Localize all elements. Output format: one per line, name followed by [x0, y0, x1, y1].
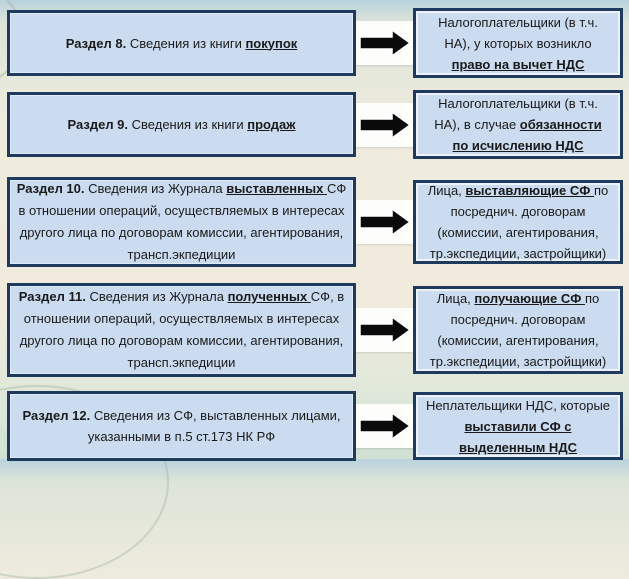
text-segment: Лица, — [427, 183, 466, 198]
text-segment: обязанности — [519, 117, 602, 132]
text-segment: указанными в п.5 ст.173 НК РФ — [87, 429, 276, 444]
text-segment: выставили СФ с — [464, 418, 572, 434]
text-segment: Налогоплательщики (в т.ч. — [438, 96, 598, 111]
arrow-cell — [356, 102, 413, 147]
arrow-patch — [356, 308, 413, 352]
text-segment: трансп.экпедиции — [127, 355, 236, 370]
arrow-patch — [356, 102, 413, 147]
arrow-cell — [356, 308, 413, 352]
diagram-row: Раздел 10. Сведения из Журнала выставлен… — [7, 177, 629, 267]
arrow-cell — [356, 21, 413, 65]
target-box-text: Налогоплательщики (в т.ч. НА), у которых … — [438, 12, 598, 75]
text-segment: по — [584, 291, 600, 306]
text-segment: Раздел 9. — [67, 117, 129, 132]
target-box-text: Неплательщики НДС, которые выставили СФ с… — [426, 395, 610, 458]
text-segment: (комиссии, агентирования, — [437, 333, 599, 348]
text-segment: Неплательщики НДС, которые — [425, 397, 611, 413]
section-box-text: Раздел 12. Сведения из СФ, выставленных … — [22, 405, 340, 447]
target-box: Лица, выставляющие СФ по посреднич. догов… — [413, 180, 623, 264]
right-arrow-icon — [358, 29, 411, 57]
diagram-row: Раздел 9. Сведения из книги продаж Налого… — [7, 90, 629, 159]
diagram-row: Раздел 12. Сведения из СФ, выставленных … — [7, 391, 629, 461]
text-segment: по — [594, 183, 609, 198]
section-box-text: Раздел 9. Сведения из книги продаж — [67, 114, 295, 135]
text-segment: тр.экспедиции, застройщики) — [429, 246, 607, 261]
right-arrow-icon — [358, 110, 411, 139]
target-box: Налогоплательщики (в т.ч. НА), в случае о… — [413, 90, 623, 159]
text-segment: СФ, в — [310, 289, 345, 304]
text-segment: Лица, — [436, 291, 475, 306]
section-box: Раздел 11. Сведения из Журнала полученны… — [7, 283, 356, 377]
text-segment: посреднич. договорам — [450, 312, 586, 327]
text-segment: полученных — [227, 289, 311, 304]
target-box: Лица, получающие СФ по посреднич. договор… — [413, 286, 623, 374]
target-box-text: Налогоплательщики (в т.ч. НА), в случае о… — [434, 93, 602, 156]
text-segment: Сведения из СФ, выставленных лицами, — [90, 408, 341, 423]
text-segment: получающие СФ — [474, 291, 585, 306]
text-segment: Сведения из книги — [126, 35, 246, 51]
text-segment: выделенным НДС — [459, 439, 577, 455]
right-arrow-icon — [358, 412, 411, 440]
arrow-patch — [356, 200, 413, 244]
text-segment: по исчислению НДС — [452, 138, 584, 153]
text-segment: в отношении операций, осуществляемых в и… — [18, 203, 345, 218]
text-segment: Сведения из Журнала — [84, 181, 227, 196]
text-segment: тр.экспедиции, застройщики) — [429, 354, 607, 369]
section-box: Раздел 9. Сведения из книги продаж — [7, 92, 356, 157]
text-segment: Сведения из книги — [128, 117, 248, 132]
section-box: Раздел 8. Сведения из книги покупок — [7, 10, 356, 76]
arrow-cell — [356, 404, 413, 448]
right-arrow-icon — [358, 208, 411, 236]
text-segment: СФ — [326, 181, 347, 196]
text-segment: выставляющие СФ — [465, 183, 594, 198]
text-segment: выставленных — [226, 181, 327, 196]
text-segment: покупок — [245, 35, 298, 51]
text-segment: другого лица по договорам комиссии, аген… — [19, 333, 344, 348]
text-segment: посреднич. договорам — [450, 204, 586, 219]
diagram-row: Раздел 11. Сведения из Журнала полученны… — [7, 283, 629, 377]
section-box: Раздел 12. Сведения из СФ, выставленных … — [7, 391, 356, 461]
target-box-text: Лица, получающие СФ по посреднич. договор… — [430, 288, 606, 372]
target-box: Налогоплательщики (в т.ч. НА), у которых … — [413, 8, 623, 78]
arrow-cell — [356, 200, 413, 244]
diagram-row: Раздел 8. Сведения из книги покупок Нало… — [7, 8, 629, 78]
text-segment: НА), у которых возникло — [444, 35, 592, 51]
text-segment: трансп.экпедиции — [127, 247, 236, 262]
text-segment: право на вычет НДС — [451, 56, 585, 72]
target-box: Неплательщики НДС, которые выставили СФ с… — [413, 392, 623, 460]
section-box-text: Раздел 8. Сведения из книги покупок — [66, 33, 298, 54]
text-segment: (комиссии, агентирования, — [437, 225, 599, 240]
text-segment: продаж — [247, 117, 296, 132]
text-segment: Сведения из Журнала — [85, 289, 228, 304]
section-box: Раздел 10. Сведения из Журнала выставлен… — [7, 177, 356, 267]
target-box-text: Лица, выставляющие СФ по посреднич. догов… — [428, 180, 609, 264]
text-segment: Раздел 8. — [65, 35, 127, 51]
text-segment: НА), в случае — [434, 117, 520, 132]
arrow-patch — [356, 404, 413, 448]
text-segment: Налогоплательщики (в т.ч. — [438, 14, 598, 30]
text-segment: Раздел 10. — [16, 181, 85, 196]
text-segment: отношении операций, осуществляемых в инт… — [23, 311, 340, 326]
vat-declaration-sections-diagram: Раздел 8. Сведения из книги покупок Нало… — [7, 8, 629, 461]
section-box-text: Раздел 11. Сведения из Журнала полученны… — [19, 286, 344, 374]
text-segment: Раздел 12. — [22, 408, 91, 423]
arrow-patch — [356, 21, 413, 65]
text-segment: Раздел 11. — [18, 289, 86, 304]
right-arrow-icon — [358, 316, 411, 344]
section-box-text: Раздел 10. Сведения из Журнала выставлен… — [17, 178, 347, 266]
text-segment: другого лица по договорам комиссии, аген… — [19, 225, 344, 240]
